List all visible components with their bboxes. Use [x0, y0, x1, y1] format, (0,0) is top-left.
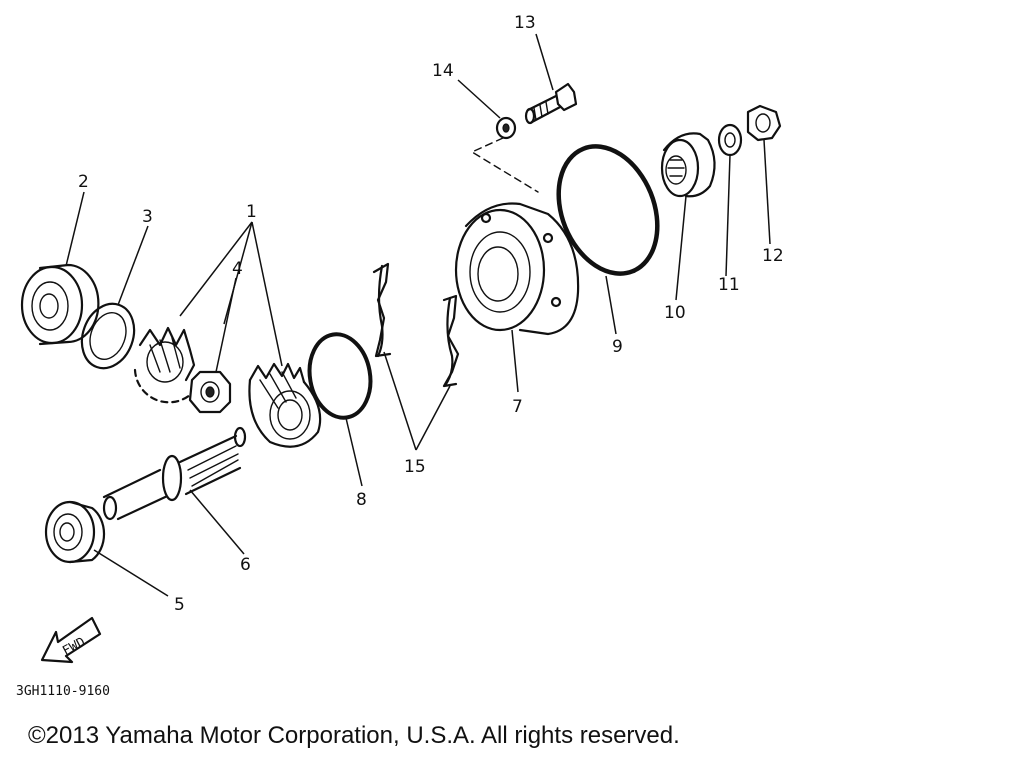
part-3-seal	[80, 302, 136, 370]
callout-11: 11	[718, 275, 740, 295]
callout-9: 9	[612, 337, 623, 357]
part-1-gear-a	[133, 326, 196, 404]
part-11-washer	[717, 123, 743, 157]
leader-lines	[65, 33, 771, 597]
part-1-gear-b	[248, 362, 322, 448]
part-10-coupling	[660, 132, 716, 198]
part-6-shaft	[102, 426, 247, 521]
part-4-nut	[188, 370, 232, 414]
copyright-notice: ©2013 Yamaha Motor Corporation, U.S.A. A…	[28, 722, 680, 749]
callout-8: 8	[356, 490, 367, 510]
callout-3: 3	[142, 207, 153, 227]
fwd-arrow-icon: FWD	[40, 616, 102, 664]
callout-5: 5	[174, 595, 185, 615]
callout-13: 13	[514, 13, 536, 33]
part-8-o-ring	[307, 332, 373, 420]
callout-10: 10	[664, 303, 686, 323]
callout-4: 4	[232, 259, 243, 279]
callout-1: 1	[246, 202, 257, 222]
callout-7: 7	[512, 397, 523, 417]
callout-2: 2	[78, 172, 89, 192]
part-14-washer	[471, 116, 539, 193]
part-12-nut	[746, 104, 782, 142]
callout-15: 15	[404, 457, 426, 477]
callout-14: 14	[432, 61, 454, 81]
part-5-bearing	[44, 500, 106, 564]
diagram-code: 3GH1110-9160	[16, 684, 110, 699]
callout-6: 6	[240, 555, 251, 575]
callout-12: 12	[762, 246, 784, 266]
part-15-clips	[372, 262, 460, 388]
part-2-bearing	[20, 263, 100, 346]
part-9-o-ring	[556, 144, 660, 276]
callout-numbers: 1 2 3 4 5 6 7 8 9 10 11 12 13 14 15	[78, 13, 784, 615]
part-7-housing	[454, 202, 580, 336]
part-13-bolt	[524, 82, 578, 125]
